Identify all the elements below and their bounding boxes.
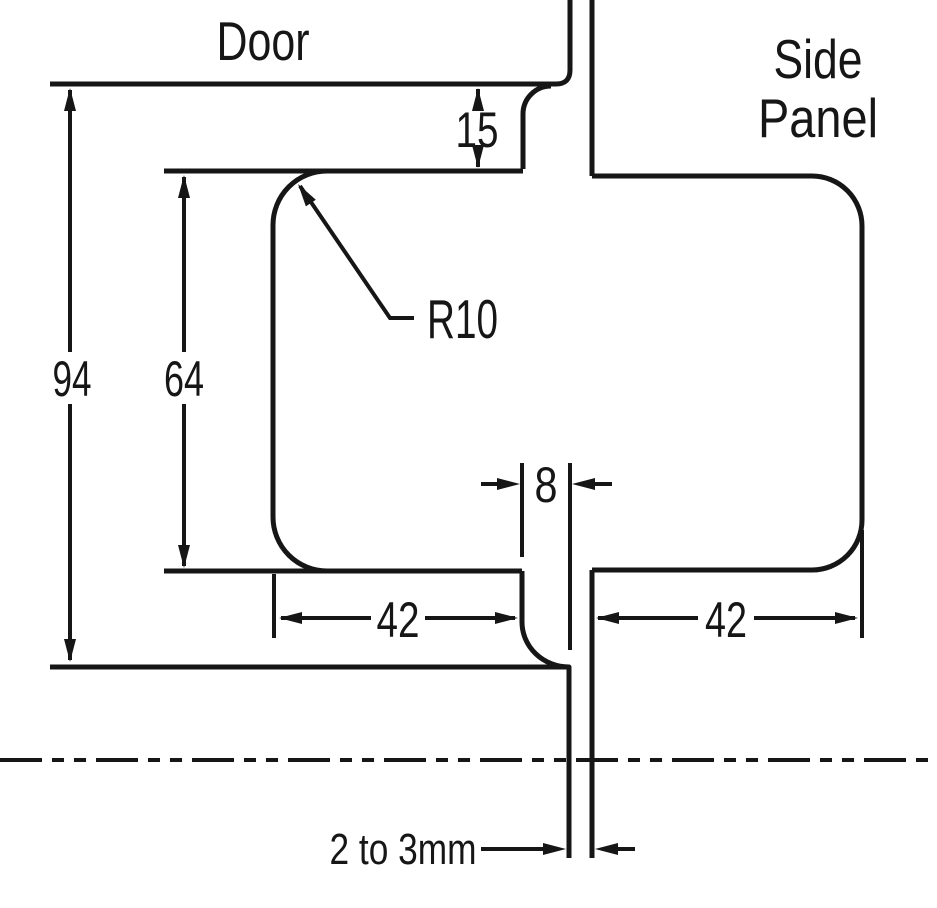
dim-15-value: 15: [456, 102, 499, 158]
arrow-up-left-icon: [298, 184, 316, 207]
side-panel-label-line1: Side: [774, 28, 863, 90]
arrow-left-icon: [279, 612, 302, 624]
arrow-right-icon: [543, 843, 566, 855]
dim-gap-value: 2 to 3mm: [330, 825, 477, 874]
dim-8-value: 8: [535, 457, 558, 513]
r10-leader-line: [298, 184, 414, 320]
arrow-right-icon: [495, 612, 518, 624]
arrow-up-icon: [64, 88, 76, 111]
arrow-down-icon: [472, 145, 484, 168]
arrow-down-icon: [178, 545, 190, 568]
dim-42-left-value: 42: [377, 592, 420, 648]
door-label: Door: [217, 10, 310, 72]
arrow-right-icon: [835, 612, 858, 624]
arrow-up-icon: [178, 175, 190, 198]
side-panel-cutout-outline: [592, 173, 865, 573]
arrow-left-icon: [595, 843, 618, 855]
arrow-up-icon: [472, 88, 484, 111]
dim-64-value: 64: [164, 351, 204, 407]
arrow-down-icon: [64, 639, 76, 662]
door-top-edge: [50, 0, 573, 87]
door-edge-step-bottom-curve: [519, 571, 572, 858]
arrow-left-icon: [572, 478, 595, 490]
dim-94-value: 94: [53, 351, 92, 407]
arrow-left-icon: [596, 612, 619, 624]
dim-42-right-value: 42: [705, 592, 747, 648]
side-panel-label-line2: Panel: [758, 87, 878, 149]
dim-r10-value: R10: [427, 288, 498, 350]
door-edge-step-top-curve: [520, 83, 552, 169]
cutout-left-outline: [270, 168, 328, 574]
arrow-right-icon: [497, 478, 520, 490]
